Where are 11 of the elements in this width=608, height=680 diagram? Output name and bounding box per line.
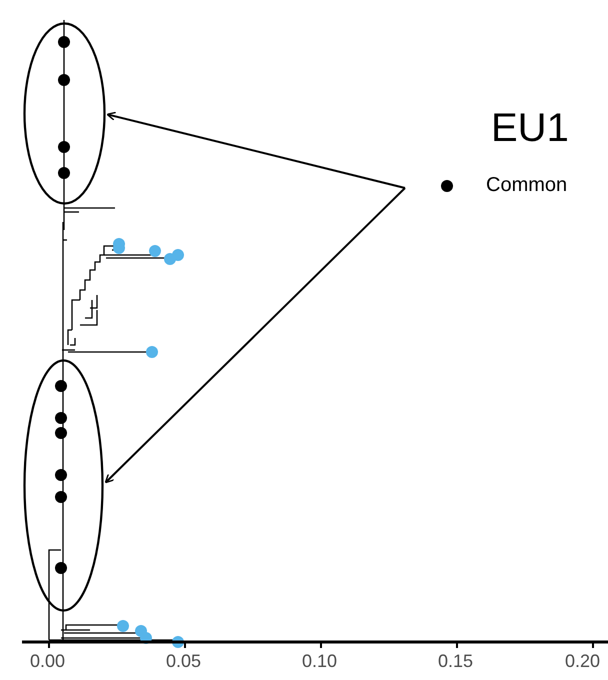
tick-label: 0.20	[565, 651, 600, 672]
tick-label: 0.00	[30, 651, 66, 672]
legend-label: Common	[486, 174, 568, 197]
tick-label: 0.05	[166, 651, 202, 672]
ellipse-outline	[22, 22, 106, 204]
tick-label: 0.15	[438, 651, 474, 672]
arrow	[106, 112, 406, 189]
arrow	[104, 187, 406, 484]
legend-title: EU1	[491, 106, 569, 151]
tick-label: 0.10	[302, 651, 338, 672]
ellipse-outline	[22, 358, 104, 612]
